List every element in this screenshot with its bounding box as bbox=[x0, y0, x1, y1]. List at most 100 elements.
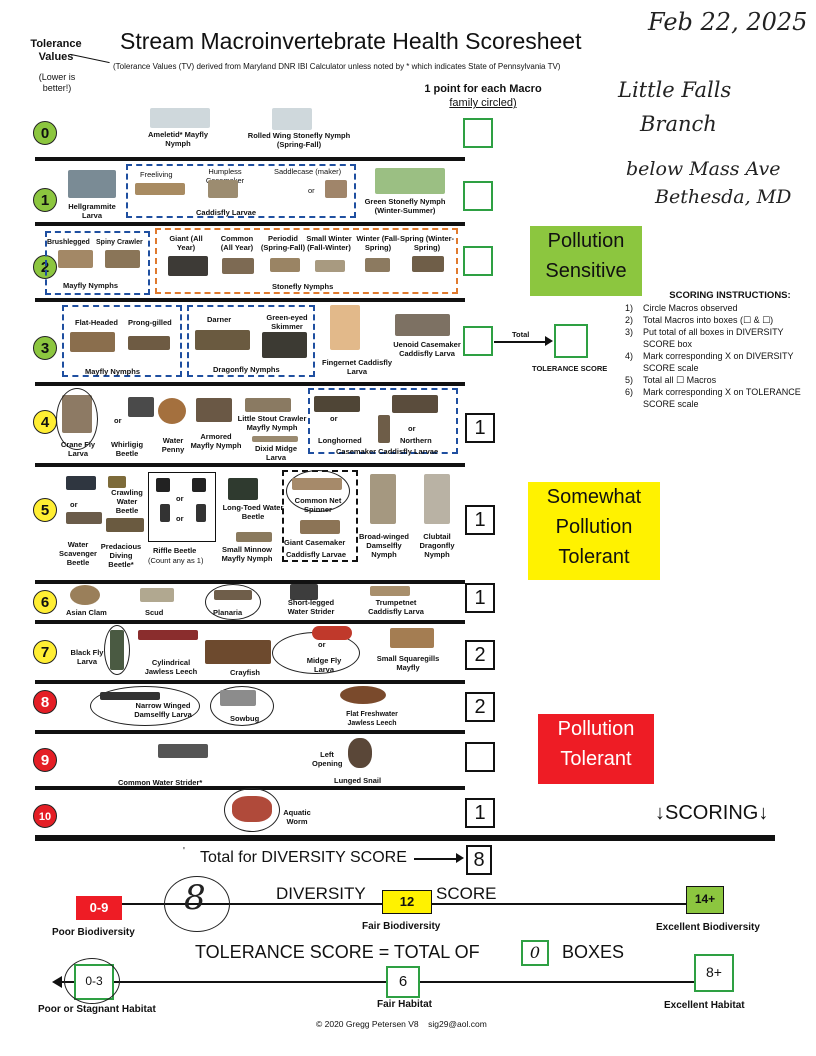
macro-photo bbox=[138, 630, 198, 640]
macro-photo bbox=[378, 415, 390, 443]
macro-label: Ameletid* Mayfly Nymph bbox=[147, 130, 209, 148]
macro-label: Water Scavenger Beetle bbox=[59, 540, 97, 567]
macro-photo bbox=[236, 532, 272, 542]
tv-circle-10: 10 bbox=[33, 804, 57, 828]
tolerance-values-note: (Lower is better!) bbox=[38, 72, 76, 93]
count-box-black-9[interactable] bbox=[465, 742, 495, 772]
instruction-number: 4) bbox=[625, 351, 634, 361]
instruction-number: 2) bbox=[625, 315, 634, 325]
mayfly-group-box bbox=[62, 305, 182, 377]
macro-photo bbox=[365, 258, 390, 272]
macro-label: Left Opening bbox=[312, 750, 343, 768]
tolerance-title-left: TOLERANCE SCORE = TOTAL OF bbox=[195, 942, 480, 962]
macro-label: Trumpetnet Caddisfly Larva bbox=[368, 598, 424, 616]
count-box-green-0[interactable] bbox=[463, 118, 493, 148]
instruction-text: Total all ☐ Macros bbox=[643, 375, 717, 385]
instruction-number: 6) bbox=[625, 387, 634, 397]
diversity-title-right: SCORE bbox=[436, 884, 497, 903]
count-box-black-4[interactable]: 1 bbox=[465, 413, 495, 443]
macro-photo bbox=[158, 398, 186, 424]
macro-photo bbox=[58, 250, 93, 268]
total-diversity-label: Total for DIVERSITY SCORE bbox=[200, 849, 407, 866]
macro-photo bbox=[340, 686, 386, 704]
handwritten-location-2: Branch bbox=[640, 112, 717, 136]
count-box-black-6[interactable]: 1 bbox=[465, 583, 495, 613]
tv-circle-8: 8 bbox=[33, 690, 57, 714]
instruction-number: 3) bbox=[625, 327, 634, 337]
somewhat-tolerant-line3: Tolerant bbox=[558, 546, 630, 568]
tolerance-score-box[interactable] bbox=[554, 324, 588, 358]
stonefly-group-box bbox=[155, 228, 458, 294]
macro-label: Black Fly Larva bbox=[70, 648, 104, 666]
macro-photo bbox=[370, 586, 410, 596]
row-divider bbox=[35, 382, 465, 386]
arrow-head-icon bbox=[545, 336, 553, 346]
tolerance-title-box: 0 bbox=[521, 940, 549, 966]
instruction-text: Total Macros into boxes (☐ & ☐) bbox=[643, 315, 774, 325]
hand-drawn-circle bbox=[164, 876, 230, 932]
macro-label: Fingernet Caddisfly Larva bbox=[322, 358, 393, 376]
macro-label: Clubtail Dragonfly Nymph bbox=[419, 532, 455, 559]
diversity-high-label: Excellent Biodiversity bbox=[656, 922, 760, 933]
macro-label: Giant Casemaker bbox=[284, 538, 346, 547]
macro-photo bbox=[325, 180, 347, 198]
diversity-low-box: 0-9 bbox=[76, 896, 122, 920]
arrow-left-icon bbox=[52, 976, 62, 988]
macro-label: Broad-winged Damselfly Nymph bbox=[359, 532, 409, 559]
row-divider bbox=[35, 680, 465, 684]
macro-label: Winter (Fall-Spring) bbox=[356, 234, 400, 252]
page-subtitle: (Tolerance Values (TV) derived from Mary… bbox=[113, 62, 561, 71]
dragonfly-group-box bbox=[187, 305, 315, 377]
count-box-black-10[interactable]: 1 bbox=[465, 798, 495, 828]
macro-label: or bbox=[176, 494, 184, 503]
macro-label: Spring (Winter-Spring) bbox=[399, 234, 455, 252]
somewhat-tolerant-line2: Pollution bbox=[555, 516, 633, 538]
instruction-number: 1) bbox=[625, 303, 634, 313]
handwritten-date: Feb 22, 2025 bbox=[648, 8, 808, 36]
macro-photo bbox=[312, 626, 352, 640]
row-divider bbox=[35, 620, 465, 624]
count-box-green-2[interactable] bbox=[463, 246, 493, 276]
macro-label: or bbox=[176, 514, 184, 523]
macro-label: Riffle Beetle bbox=[153, 546, 197, 555]
tv-circle-9: 9 bbox=[33, 748, 57, 772]
macro-photo bbox=[150, 108, 210, 128]
point-note: 1 point for each Macro family circled) bbox=[408, 82, 558, 110]
instruction-text: Circle Macros observed bbox=[643, 303, 738, 313]
count-box-black-7[interactable]: 2 bbox=[465, 640, 495, 670]
macro-photo bbox=[348, 738, 372, 768]
macro-label: Asian Clam bbox=[66, 608, 107, 617]
macro-label: Common (All Year) bbox=[220, 234, 254, 252]
macro-label: Stonefly Nymphs bbox=[272, 282, 334, 291]
tv-circle-4: 4 bbox=[33, 410, 57, 434]
instructions-title: SCORING INSTRUCTIONS: bbox=[669, 290, 791, 301]
pollution-sensitive-line1: Pollution bbox=[547, 230, 625, 252]
count-box-green-3[interactable] bbox=[463, 326, 493, 356]
tick-mark: ' bbox=[183, 846, 185, 857]
macro-photo bbox=[160, 504, 170, 522]
count-box-green-1[interactable] bbox=[463, 181, 493, 211]
macro-label: Hellgrammite Larva bbox=[68, 202, 116, 220]
handwritten-location-1: Little Falls bbox=[618, 78, 732, 102]
instruction-text: Mark corresponding X on DIVERSITY SCORE … bbox=[643, 351, 794, 373]
diversity-title-left: DIVERSITY bbox=[276, 884, 366, 903]
scoring-heading: ↓SCORING↓ bbox=[655, 802, 768, 825]
pollution-tolerant-line2: Tolerant bbox=[560, 748, 632, 770]
row-divider bbox=[35, 730, 465, 734]
macro-label: Giant (All Year) bbox=[169, 234, 203, 252]
mayfly-group-box bbox=[45, 231, 150, 295]
count-box-black-5[interactable]: 1 bbox=[465, 505, 495, 535]
macro-label: Crane Fly Larva bbox=[60, 440, 96, 458]
diversity-score-box[interactable]: 8 bbox=[466, 845, 492, 875]
macro-label: Dixid Midge Larva bbox=[254, 444, 298, 462]
macro-photo bbox=[220, 690, 256, 706]
macro-label: Darner bbox=[207, 315, 232, 324]
macro-photo bbox=[392, 395, 438, 413]
handwritten-location-4: Bethesda, MD bbox=[655, 186, 792, 208]
macro-photo bbox=[222, 258, 254, 274]
tolerance-high-box: 8+ bbox=[694, 954, 734, 992]
scoring-label: SCORING bbox=[665, 802, 759, 824]
macro-photo bbox=[232, 796, 272, 822]
count-box-black-8[interactable]: 2 bbox=[465, 692, 495, 722]
macro-photo bbox=[70, 332, 115, 352]
